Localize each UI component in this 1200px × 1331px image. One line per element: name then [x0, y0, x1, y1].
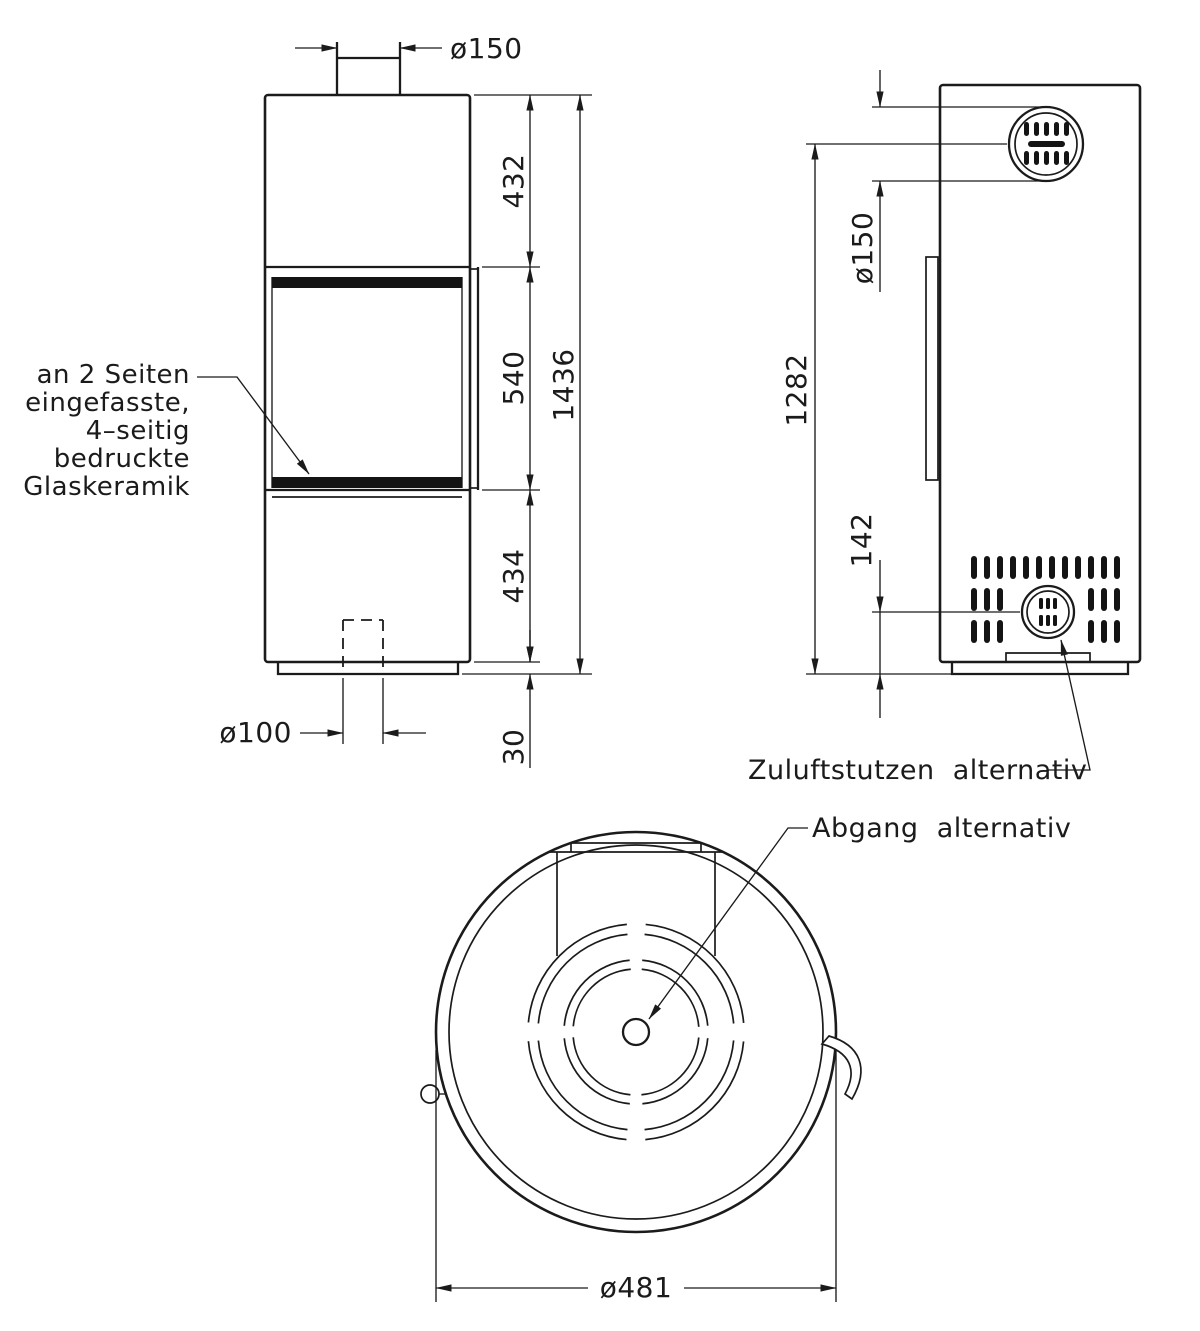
- glass-ceramic-note: an 2 Seiten eingefasste, 4–seitig bedruc…: [23, 360, 310, 502]
- side-body-outline: [925, 83, 1142, 676]
- front-upper-section-text: 432: [497, 154, 530, 209]
- side-flue-outlet: [1007, 105, 1085, 183]
- top-door-handle: [820, 1035, 862, 1101]
- front-view: ø150 432 540 434 30 1436: [23, 32, 592, 768]
- top-inner-rings: [527, 923, 745, 1141]
- side-flue-diameter-dimension: ø150: [846, 70, 1048, 292]
- side-ventilation-grid: [971, 556, 1120, 643]
- side-view: ø150 1282 142: [748, 70, 1142, 786]
- front-flue-diameter-text: ø150: [450, 32, 523, 65]
- top-hinge-eyelet: [420, 1084, 447, 1104]
- front-body-outline: [263, 42, 472, 676]
- glass-band-bottom: [272, 477, 462, 488]
- glass-note-line-3: 4–seitig: [86, 416, 190, 446]
- glass-band-top: [272, 277, 462, 288]
- air-inlet-leader: [1047, 639, 1091, 771]
- side-door-edge: [925, 256, 939, 481]
- front-floor-outlet-pipe: [342, 619, 384, 674]
- air-inlet-callout: Zuluftstutzen alternativ: [748, 639, 1091, 786]
- flue-grille-slots: [1024, 122, 1069, 165]
- glass-note-line-2: eingefasste,: [25, 388, 190, 418]
- front-base-height-text: 30: [497, 729, 530, 766]
- front-glass-section: [265, 265, 480, 498]
- side-base-notch: [1005, 652, 1091, 662]
- side-flue-height-text: 1282: [780, 353, 813, 426]
- front-floor-outlet-dimension: ø100: [219, 678, 426, 749]
- glass-note-leader: [197, 376, 310, 475]
- front-lower-section-text: 434: [497, 549, 530, 604]
- top-diameter-dimension: ø481: [435, 1050, 837, 1304]
- outlet-label: Abgang alternativ: [812, 813, 1071, 844]
- air-inlet-connector: [1020, 584, 1076, 640]
- side-air-inlet-dimension: 142: [845, 513, 1020, 718]
- glass-note-line-1: an 2 Seiten: [37, 360, 190, 390]
- top-diameter-text: ø481: [600, 1271, 673, 1304]
- air-inlet-label: Zuluftstutzen alternativ: [748, 755, 1087, 786]
- front-total-height-text: 1436: [547, 348, 580, 421]
- front-glass-section-text: 540: [497, 351, 530, 406]
- outlet-callout: Abgang alternativ: [648, 813, 1071, 1020]
- front-floor-outlet-text: ø100: [219, 716, 292, 749]
- front-section-dimensions: 432 540 434 30 1436: [497, 94, 584, 768]
- glass-note-line-5: Glaskeramik: [23, 472, 190, 502]
- top-view: ø481 Abgang alternativ: [420, 813, 1071, 1304]
- outlet-leader: [648, 827, 808, 1020]
- top-outlet-center: [621, 1017, 651, 1047]
- glass-note-line-4: bedruckte: [54, 444, 190, 474]
- side-flue-diameter-text: ø150: [846, 212, 879, 285]
- front-flue-diameter-dimension: ø150: [295, 32, 523, 65]
- side-air-inlet-text: 142: [845, 513, 878, 568]
- top-body-outline: [434, 830, 838, 1234]
